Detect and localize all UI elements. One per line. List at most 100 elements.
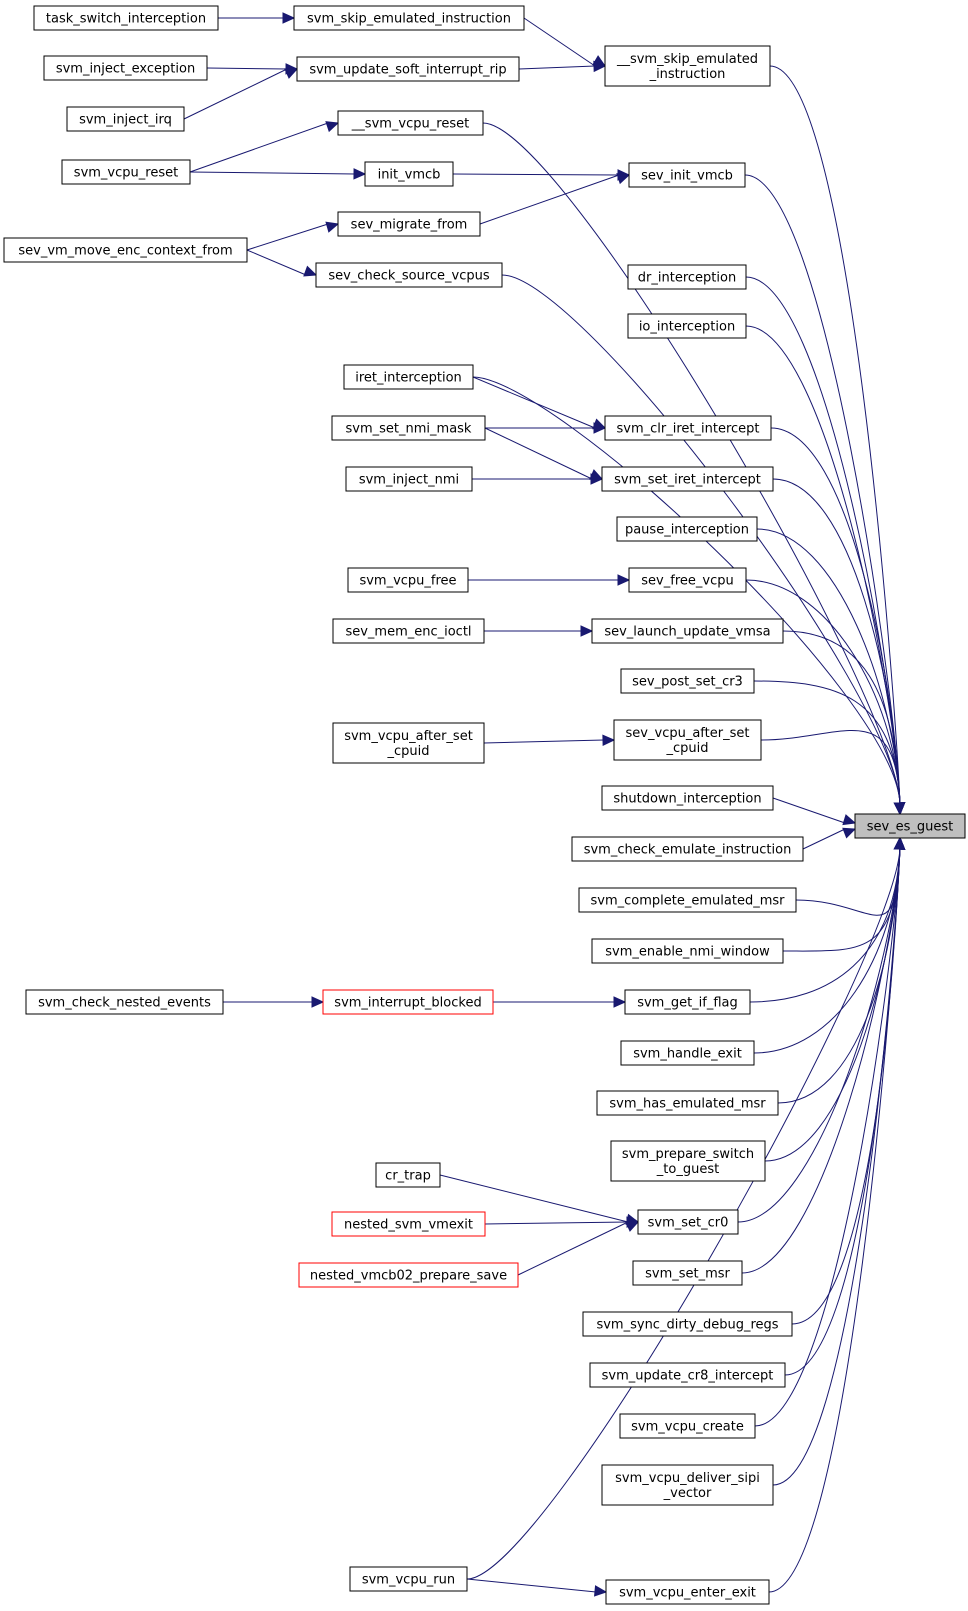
node-sev-init-vmcb[interactable]: sev_init_vmcb [628,162,746,188]
edge-sync-dirty-to-target-line [791,847,901,1325]
edge-cr-trap-to-set-cr0-line [439,1174,629,1223]
node-update-cr8[interactable]: svm_update_cr8_intercept [589,1362,786,1388]
node-vmcb02-save[interactable]: nested_vmcb02_prepare_save [298,1262,519,1288]
node-intr-blocked[interactable]: svm_interrupt_blocked [322,989,494,1015]
edge-sev-migrate-from-to-sev-init-vmcb [479,173,631,225]
node-handle-exit[interactable]: svm_handle_exit [620,1040,755,1066]
node-deliver-sipi[interactable]: svm_vcpu_deliver_sipi_vector [601,1464,774,1506]
node-io-box [627,313,747,339]
edge-sev-init-vmcb-to-target [744,174,906,816]
node-shutdown-box [601,785,774,811]
edge-iret-to-target-line [472,376,901,805]
node-handle-exit-box [620,1040,755,1066]
node-skip-instr-label: svm_skip_emulated_instruction [307,12,511,27]
edge-sev-after-cpuid-to-target [760,729,906,816]
node-move-enc-label: sev_vm_move_enc_context_from [18,244,232,259]
node-mem-enc-ioctl[interactable]: sev_mem_enc_ioctl [332,618,485,644]
edge-handle-exit-to-target-line [753,847,901,1054]
edge-get-if-to-target-line [749,847,901,1003]
node-pause[interactable]: pause_interception [616,516,758,542]
target-node-box [854,813,966,839]
node-update-soft[interactable]: svm_update_soft_interrupt_rip [296,56,520,82]
node-sev-free[interactable]: sev_free_vcpu [628,567,747,593]
node-vcpu-reset-box [61,159,191,185]
node-prepare-switch-label: svm_prepare_switch [622,1147,754,1162]
node-io[interactable]: io_interception [627,313,747,339]
edge-update-soft-to-skip [518,60,607,73]
node-complete-msr-label: svm_complete_emulated_msr [591,894,786,909]
node-has-msr[interactable]: svm_has_emulated_msr [596,1090,779,1116]
node-sev-free-label: sev_free_vcpu [641,574,733,589]
node-shutdown[interactable]: shutdown_interception [601,785,774,811]
node-vcpu-create[interactable]: svm_vcpu_create [619,1413,756,1439]
node-set-iret[interactable]: svm_set_iret_intercept [601,466,774,492]
node-nmi-window[interactable]: svm_enable_nmi_window [591,938,784,964]
edge-check-nested-to-intr-blocked-arrowhead [311,996,325,1008]
node-post-cr3[interactable]: sev_post_set_cr3 [620,668,755,694]
node-vcpu-reset-int[interactable]: __svm_vcpu_reset [337,110,484,136]
node-prepare-switch[interactable]: svm_prepare_switch_to_guest [610,1140,766,1182]
edge-check-emulate-to-target-line [802,828,846,850]
node-iret[interactable]: iret_interception [343,364,474,390]
node-dr[interactable]: dr_interception [627,264,747,290]
node-after-cpuid-label: svm_vcpu_after_set [344,729,473,744]
node-clr-iret[interactable]: svm_clr_iret_intercept [604,415,772,441]
node-skip[interactable]: __svm_skip_emulated_instruction [604,45,771,87]
node-task-switch[interactable]: task_switch_interception [33,5,219,31]
edge-vcpu-free-to-sev-free-arrowhead [617,574,631,586]
edge-move-enc-to-sev-check-source-arrowhead [303,265,318,277]
node-sev-check-source[interactable]: sev_check_source_vcpus [315,262,503,288]
target-node[interactable]: sev_es_guest [854,813,966,839]
node-inject-exc[interactable]: svm_inject_exception [43,55,208,81]
node-init-vmcb[interactable]: init_vmcb [364,161,454,187]
edge-set-nmi-mask-to-set-iret [484,427,604,480]
node-vcpu-run[interactable]: svm_vcpu_run [349,1566,468,1592]
node-intr-blocked-label: svm_interrupt_blocked [334,996,481,1011]
node-check-emulate[interactable]: svm_check_emulate_instruction [571,836,804,862]
node-skip-instr[interactable]: svm_skip_emulated_instruction [293,5,525,31]
node-launch-vmsa[interactable]: sev_launch_update_vmsa [591,618,784,644]
node-set-cr0[interactable]: svm_set_cr0 [637,1209,739,1235]
node-set-msr[interactable]: svm_set_msr [632,1260,743,1286]
node-after-cpuid[interactable]: svm_vcpu_after_set_cpuid [332,722,485,764]
edge-vcpu-run-to-enter-exit-arrowhead [594,1585,608,1597]
node-iret-box [343,364,474,390]
edge-iret-to-clr-iret-line [472,376,596,429]
node-enter-exit-label: svm_vcpu_enter_exit [619,1586,756,1601]
node-cr-trap[interactable]: cr_trap [375,1162,441,1188]
node-vcpu-reset-int-box [337,110,484,136]
node-inject-irq[interactable]: svm_inject_irq [66,106,185,132]
node-inject-nmi[interactable]: svm_inject_nmi [345,466,473,492]
node-nested-vmexit[interactable]: nested_svm_vmexit [331,1211,486,1237]
node-nested-vmexit-box [331,1211,486,1237]
edge-vmcb02-save-to-set-cr0 [517,1221,640,1276]
node-sync-dirty[interactable]: svm_sync_dirty_debug_regs [582,1311,793,1337]
node-check-emulate-box [571,836,804,862]
node-move-enc[interactable]: sev_vm_move_enc_context_from [3,237,248,263]
node-enter-exit[interactable]: svm_vcpu_enter_exit [605,1579,770,1605]
node-update-cr8-label: svm_update_cr8_intercept [602,1369,774,1384]
edge-vcpu-create-to-target-line [754,847,901,1427]
node-complete-msr[interactable]: svm_complete_emulated_msr [578,887,797,913]
node-get-if[interactable]: svm_get_if_flag [624,989,751,1015]
node-check-nested[interactable]: svm_check_nested_events [25,989,224,1015]
edge-inject-nmi-to-set-iret [472,473,604,485]
node-sev-after-cpuid[interactable]: sev_vcpu_after_set_cpuid [613,719,762,761]
node-vcpu-reset[interactable]: svm_vcpu_reset [61,159,191,185]
edge-sev-after-cpuid-to-target-line [760,729,901,805]
node-init-vmcb-label: init_vmcb [378,168,441,183]
node-sev-migrate-from[interactable]: sev_migrate_from [337,211,481,237]
node-vcpu-create-box [619,1413,756,1439]
edge-set-nmi-mask-to-clr-iret-arrowhead [593,422,607,434]
node-vcpu-run-box [349,1566,468,1592]
node-sev-after-cpuid-box [613,719,762,761]
node-check-nested-label: svm_check_nested_events [38,996,211,1011]
node-skip-label: __svm_skip_emulated [616,52,758,67]
node-vcpu-free[interactable]: svm_vcpu_free [347,567,469,593]
edge-mem-enc-ioctl-to-launch-vmsa [484,625,594,637]
edge-move-enc-to-sev-check-source-line [246,249,307,276]
edge-set-msr-to-target-line [741,847,901,1274]
node-set-nmi-mask[interactable]: svm_set_nmi_mask [331,415,486,441]
node-sev-migrate-from-label: sev_migrate_from [351,218,468,233]
edge-task-switch-to-skip-instr-arrowhead [282,12,296,24]
